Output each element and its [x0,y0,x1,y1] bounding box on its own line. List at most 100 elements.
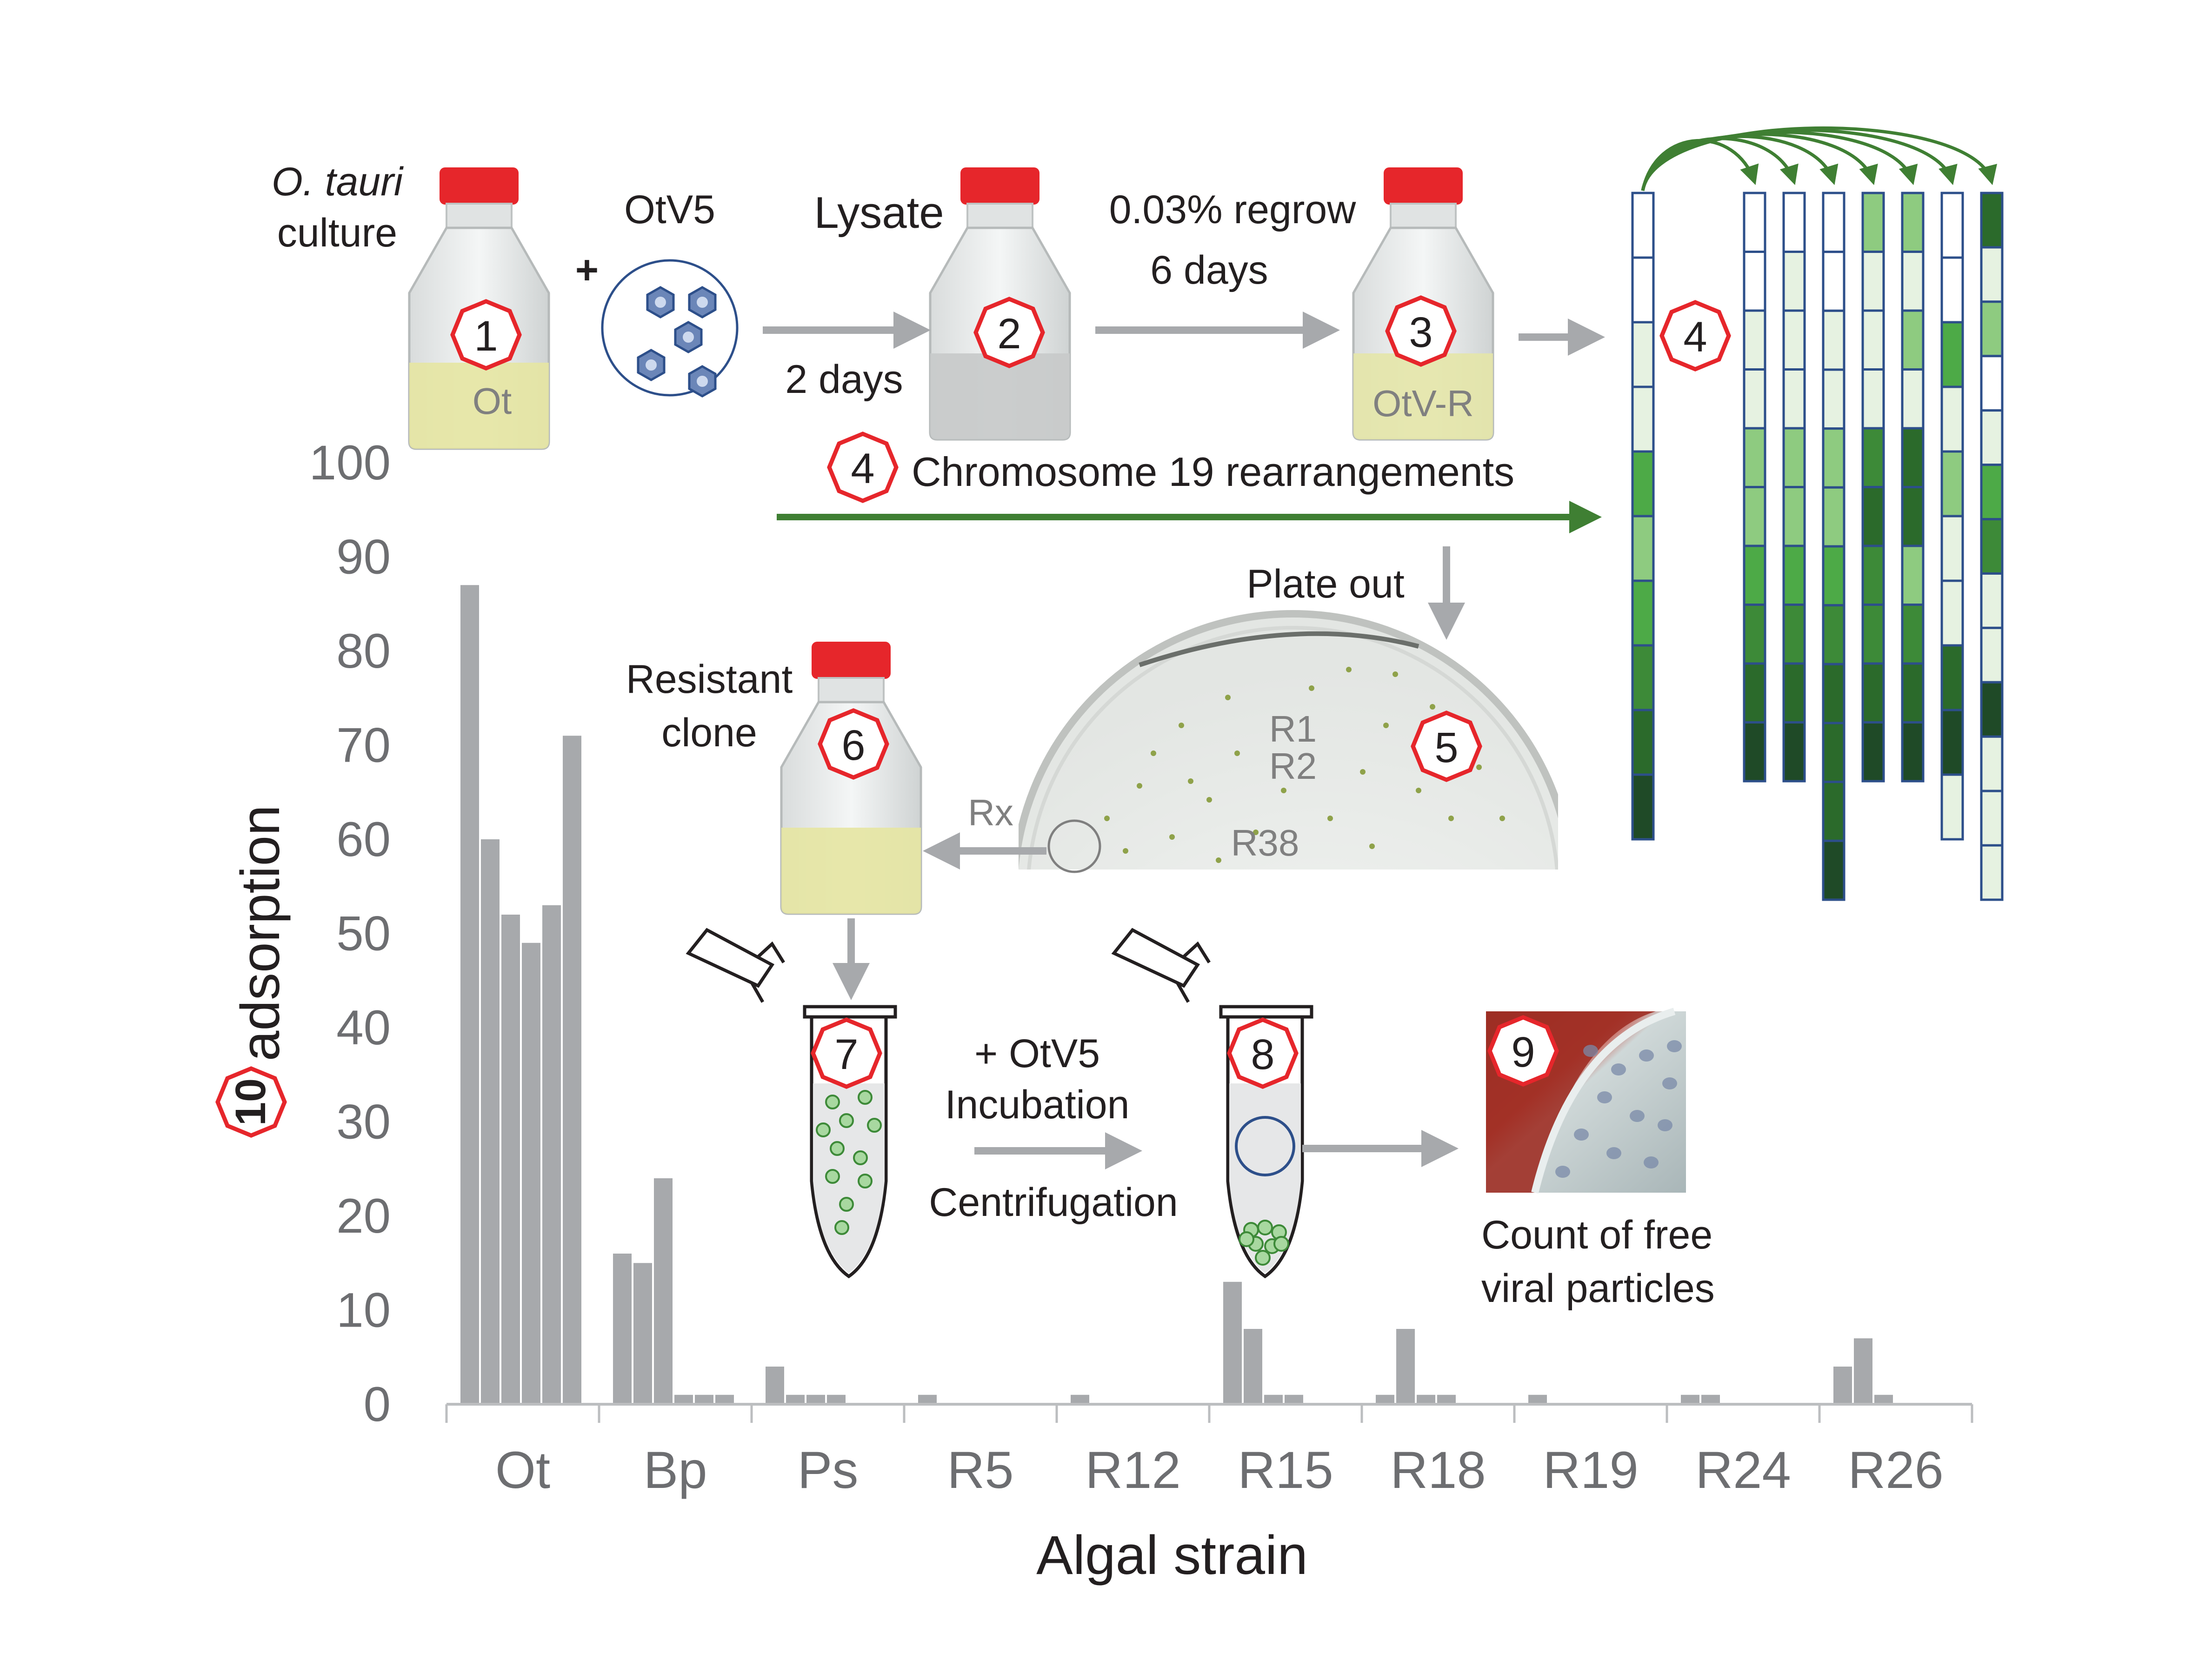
chromosome-segment [1980,735,2004,792]
chromosome-segment [1782,251,1806,312]
chromosome-segment [1901,251,1925,312]
chromosome-segment [1822,604,1846,665]
chromosome-segment [1782,544,1806,606]
bar [695,1394,713,1404]
bar [1437,1394,1456,1404]
bar [481,839,500,1404]
plaque-photo [1486,1008,1686,1194]
chromosome-column [1940,192,1964,841]
virus-hexagon [646,286,675,319]
chromosome-column [1743,192,1766,783]
colony [1346,667,1352,672]
chromosome-segment [1861,544,1885,606]
bar [633,1263,652,1404]
chromosome-segment [1822,309,1846,371]
chromosome-segment [1822,368,1846,430]
bar [501,915,520,1404]
plaque [1667,1040,1682,1052]
flask-cap [1384,167,1463,205]
plaque [1606,1147,1621,1159]
chromosome-segment [1901,427,1925,488]
step-4-label: 4 [1683,313,1707,361]
bar [674,1394,693,1404]
colony [1253,830,1259,835]
bar [1396,1329,1415,1404]
flask-6 [780,642,922,915]
chromosome-segment [1822,663,1846,724]
step-10-badge: 10 [215,1066,287,1138]
chromosome-segment [1631,579,1655,647]
plaque [1639,1049,1654,1062]
rearrangement-arrow [1641,133,1878,191]
x-category-label: R26 [1848,1441,1943,1499]
step-3-label: 3 [1409,309,1432,356]
chromosome-segment [1782,368,1806,430]
step-6-label: 6 [841,722,865,769]
chromosome-segment [1861,486,1885,547]
colony [1392,671,1398,677]
chromosome-segment [1861,604,1885,665]
chromosome-segment [1980,192,2004,249]
chromosome-segment [1901,309,1925,371]
chromosome-segment [1940,644,1964,711]
chromosome-segment [1980,300,2004,358]
cell [867,1118,882,1133]
bar [1528,1394,1547,1404]
cell [853,1150,868,1165]
x-axis-title: Algal strain [1036,1525,1308,1586]
chromosome-segment [1861,721,1885,783]
step-9-label: 9 [1511,1029,1535,1076]
y-tick-label: 0 [364,1377,391,1432]
chromosome-segment [1940,385,1964,453]
chromosome-segment [1743,721,1766,783]
x-category-label: R24 [1695,1441,1791,1499]
step-7-badge: 7 [811,1017,882,1089]
step-1-badge: 1 [450,299,522,371]
colony [1206,797,1212,803]
colony [1309,685,1314,691]
cell [830,1141,845,1156]
cell [1239,1231,1254,1247]
y-tick-label: 100 [309,436,391,490]
bar [542,905,561,1404]
cell [858,1090,873,1105]
step-5-label: 5 [1434,724,1458,771]
plaque [1597,1091,1612,1103]
chromosome-segment [1782,427,1806,488]
chromosome-segment [1980,464,2004,521]
plaque [1555,1166,1570,1178]
chromosome-segment [1822,545,1846,607]
plate-r2: R2 [1269,745,1317,787]
colony [1499,816,1505,821]
flask-1-text: Ot [473,380,512,422]
chromosome-column [1631,192,1655,841]
colonies [1104,667,1505,863]
chromosome-segment [1631,192,1655,259]
chromosome-segment [1940,192,1964,259]
bar [563,736,581,1404]
y-tick-label: 20 [336,1189,391,1243]
colony [1169,834,1175,840]
y-tick-label: 60 [336,812,391,867]
chromosome-segment [1743,309,1766,371]
step-4-badge-chromosomes: 4 [1659,300,1731,372]
colony [1123,848,1128,854]
cell-pellet [1239,1220,1289,1266]
x-category-label: R19 [1543,1441,1638,1499]
chromosome-segment [1782,486,1806,547]
chromosome-segment [1743,604,1766,665]
chromosome-segment [1822,486,1846,548]
colony [1327,816,1333,821]
chromosome-column [1901,192,1925,783]
bar [786,1394,805,1404]
flask-cap [812,642,891,679]
chromosome-segment [1901,368,1925,430]
chromosome-segment [1861,368,1885,430]
colony [1234,750,1240,756]
virus-label: OtV5 [624,187,715,232]
petri-dish [1019,610,1558,873]
colony [1216,857,1221,863]
chromosome-segment [1980,681,2004,738]
